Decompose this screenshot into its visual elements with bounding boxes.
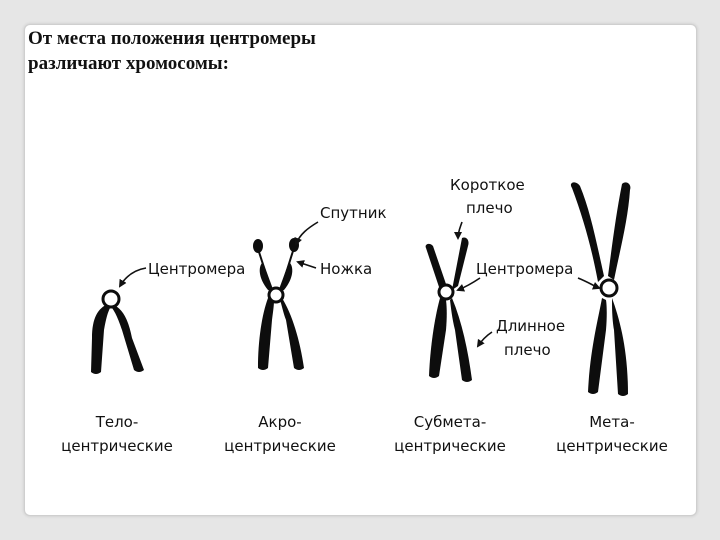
annotation-arrows xyxy=(118,221,601,348)
arrow-centromere-submetacentric xyxy=(456,277,481,292)
type-telocentric-line-2: центрические xyxy=(61,437,173,455)
telocentric-chromosome xyxy=(91,289,144,374)
type-submetacentric-line-1: Субмета- xyxy=(414,413,487,431)
label-satellite: Спутник xyxy=(320,204,387,222)
arrow-long-arm xyxy=(476,331,493,348)
type-metacentric-line-2: центрические xyxy=(556,437,668,455)
acrocentric-chromosome xyxy=(253,238,304,370)
label-short-arm-2: плечо xyxy=(466,199,513,217)
arrow-stalk xyxy=(296,260,317,269)
type-telocentric-line-1: Тело- xyxy=(95,413,139,431)
heading-line-1: От места положения центромеры xyxy=(28,28,316,49)
type-acrocentric-line-2: центрические xyxy=(224,437,336,455)
arrow-satellite xyxy=(294,221,319,246)
heading-line-2: различают хромосомы: xyxy=(28,53,229,74)
submetacentric-chromosome xyxy=(425,237,472,382)
slide-heading: От места положения центромеры различают … xyxy=(28,26,316,76)
arrow-short-arm xyxy=(454,221,463,240)
label-short-arm-1: Короткое xyxy=(450,176,525,194)
slide-panel xyxy=(24,24,697,516)
type-metacentric-line-1: Мета- xyxy=(589,413,635,431)
label-long-arm-2: плечо xyxy=(504,341,551,359)
label-centromere-right: Центромера xyxy=(476,260,573,278)
label-long-arm-1: Длинное xyxy=(496,317,565,335)
label-stalk: Ножка xyxy=(320,260,372,278)
arrow-centromere-telocentric xyxy=(118,267,147,288)
label-centromere-left: Центромера xyxy=(148,260,245,278)
arrow-centromere-metacentric xyxy=(577,277,601,290)
type-acrocentric-line-1: Акро- xyxy=(258,413,301,431)
type-submetacentric-line-2: центрические xyxy=(394,437,506,455)
metacentric-chromosome xyxy=(570,182,631,396)
